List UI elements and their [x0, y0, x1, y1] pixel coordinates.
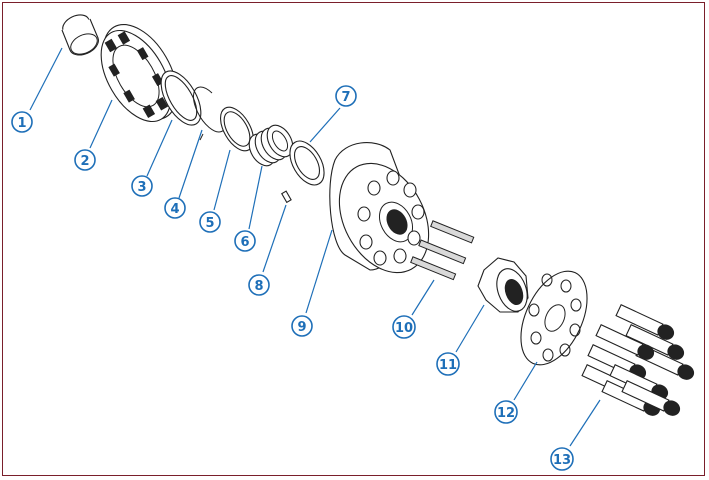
leader-8 [262, 204, 287, 273]
callout-9: 9 [291, 315, 313, 337]
callout-1: 1 [11, 111, 33, 133]
leader-5 [213, 149, 231, 211]
part-3-ring [160, 70, 202, 126]
leader-3 [146, 119, 173, 177]
callout-10: 10 [392, 315, 416, 339]
callout-13: 13 [550, 447, 574, 471]
callout-bubbles: 1 2 3 4 5 6 7 8 [11, 85, 574, 471]
callout-5: 5 [199, 211, 221, 233]
svg-text:11: 11 [439, 358, 457, 373]
svg-text:9: 9 [297, 320, 306, 335]
part-12-retainer-plate [520, 270, 588, 366]
part-1-bushing [61, 14, 99, 56]
part-13-pistons [581, 303, 695, 416]
callout-3: 3 [131, 175, 153, 197]
callout-2: 2 [74, 149, 96, 171]
part-5-washer [219, 106, 255, 152]
callout-7: 7 [335, 85, 357, 107]
leader-10 [411, 279, 435, 316]
callout-11: 11 [436, 352, 460, 376]
svg-text:1: 1 [17, 116, 26, 131]
svg-text:3: 3 [137, 180, 146, 195]
callout-8: 8 [248, 274, 270, 296]
svg-text:10: 10 [395, 321, 413, 336]
leader-9 [305, 229, 333, 314]
leader-7 [309, 107, 341, 143]
leader-12 [513, 361, 538, 401]
part-9-cylinder-block [329, 142, 430, 274]
leader-1 [29, 47, 63, 111]
part-2-plate [100, 23, 178, 123]
part-8-pin [281, 190, 292, 204]
svg-text:5: 5 [205, 216, 214, 231]
leader-13 [569, 399, 601, 447]
cylinder-bores [357, 170, 425, 266]
part-6-spring [248, 124, 294, 167]
leader-11 [455, 304, 485, 353]
svg-text:6: 6 [240, 235, 249, 250]
svg-text:13: 13 [553, 453, 571, 468]
leader-4 [178, 129, 203, 199]
part-11-spherical-bush [477, 257, 529, 313]
leader-6 [248, 165, 263, 230]
part-10-pins [410, 220, 475, 281]
leader-2 [89, 99, 113, 149]
callout-12: 12 [494, 400, 518, 424]
svg-text:8: 8 [254, 279, 263, 294]
part-7-thin-washer [289, 140, 325, 186]
callout-6: 6 [234, 230, 256, 252]
part-4-snap-ring [193, 86, 227, 141]
svg-text:12: 12 [497, 406, 515, 421]
callout-4: 4 [164, 197, 186, 219]
leader-lines [29, 47, 601, 447]
svg-text:7: 7 [341, 90, 350, 105]
svg-text:2: 2 [80, 154, 89, 169]
svg-text:4: 4 [170, 202, 179, 217]
